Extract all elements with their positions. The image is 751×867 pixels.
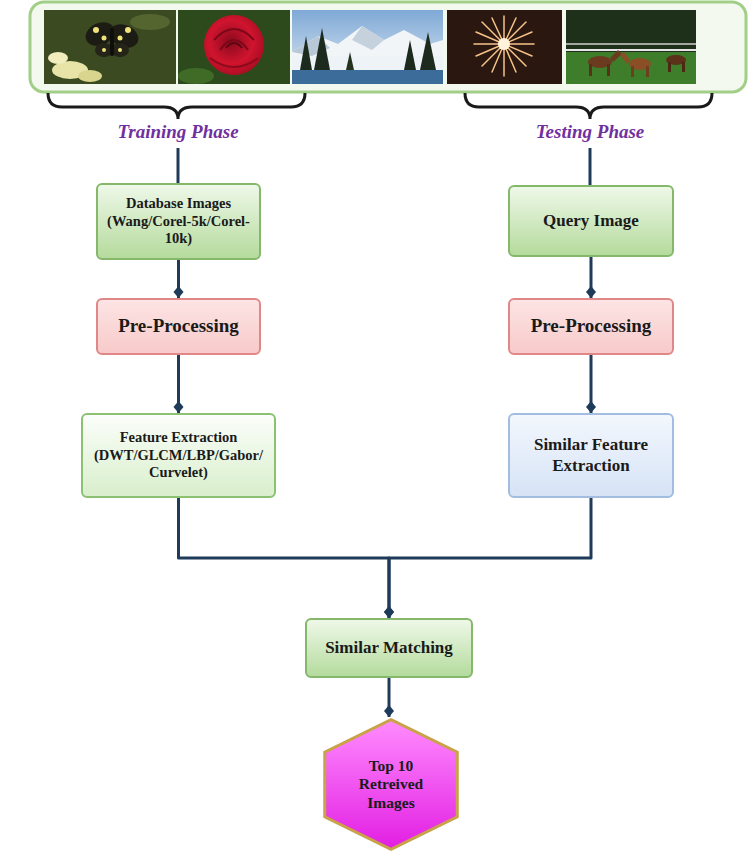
node-text: Feature Extraction (DWT/GLCM/LBP/Gabor/ … <box>91 429 266 481</box>
phase-line <box>177 148 180 183</box>
hexagon-shape <box>325 720 457 850</box>
flow-connector <box>388 678 391 717</box>
node-text: Top 10 Retreived Images <box>338 757 444 813</box>
preprocess-box: Pre-Processing <box>508 298 674 355</box>
phase-label: Testing Phase <box>533 121 648 143</box>
node-text: Pre-Processing <box>106 315 251 338</box>
flow-connector <box>177 260 180 298</box>
image-strip-frame <box>30 2 746 92</box>
flow-connector <box>590 257 593 298</box>
query-box: Query Image <box>508 185 674 257</box>
node-text: Database Images (Wang/Corel-5k/Corel-10k… <box>106 195 251 247</box>
preprocess-box: Pre-Processing <box>96 298 261 355</box>
matching-box: Similar Matching <box>305 618 473 678</box>
phase-line <box>589 148 592 185</box>
training-brace <box>48 93 305 119</box>
node-text: Similar Matching <box>315 638 463 658</box>
flow-connector <box>177 355 180 413</box>
phase-label: Training Phase <box>114 121 241 143</box>
node-text: Similar Feature Extraction <box>518 435 664 476</box>
testing-brace <box>465 93 712 119</box>
node-text: Query Image <box>518 211 664 231</box>
fireworks-photo <box>447 10 562 84</box>
database-box: Database Images (Wang/Corel-5k/Corel-10k… <box>96 183 261 260</box>
feature-box: Feature Extraction (DWT/GLCM/LBP/Gabor/ … <box>81 413 276 498</box>
mountain-photo <box>292 10 443 84</box>
flow-connector <box>179 498 390 618</box>
horses-photo <box>566 10 696 84</box>
feature-box: Similar Feature Extraction <box>508 413 674 498</box>
flow-connector <box>389 498 591 618</box>
result-hexagon: Top 10 Retreived Images <box>322 717 460 852</box>
butterfly-photo <box>44 10 176 84</box>
flow-connector <box>590 355 593 413</box>
rose-photo <box>178 10 290 84</box>
node-text: Pre-Processing <box>518 315 664 338</box>
